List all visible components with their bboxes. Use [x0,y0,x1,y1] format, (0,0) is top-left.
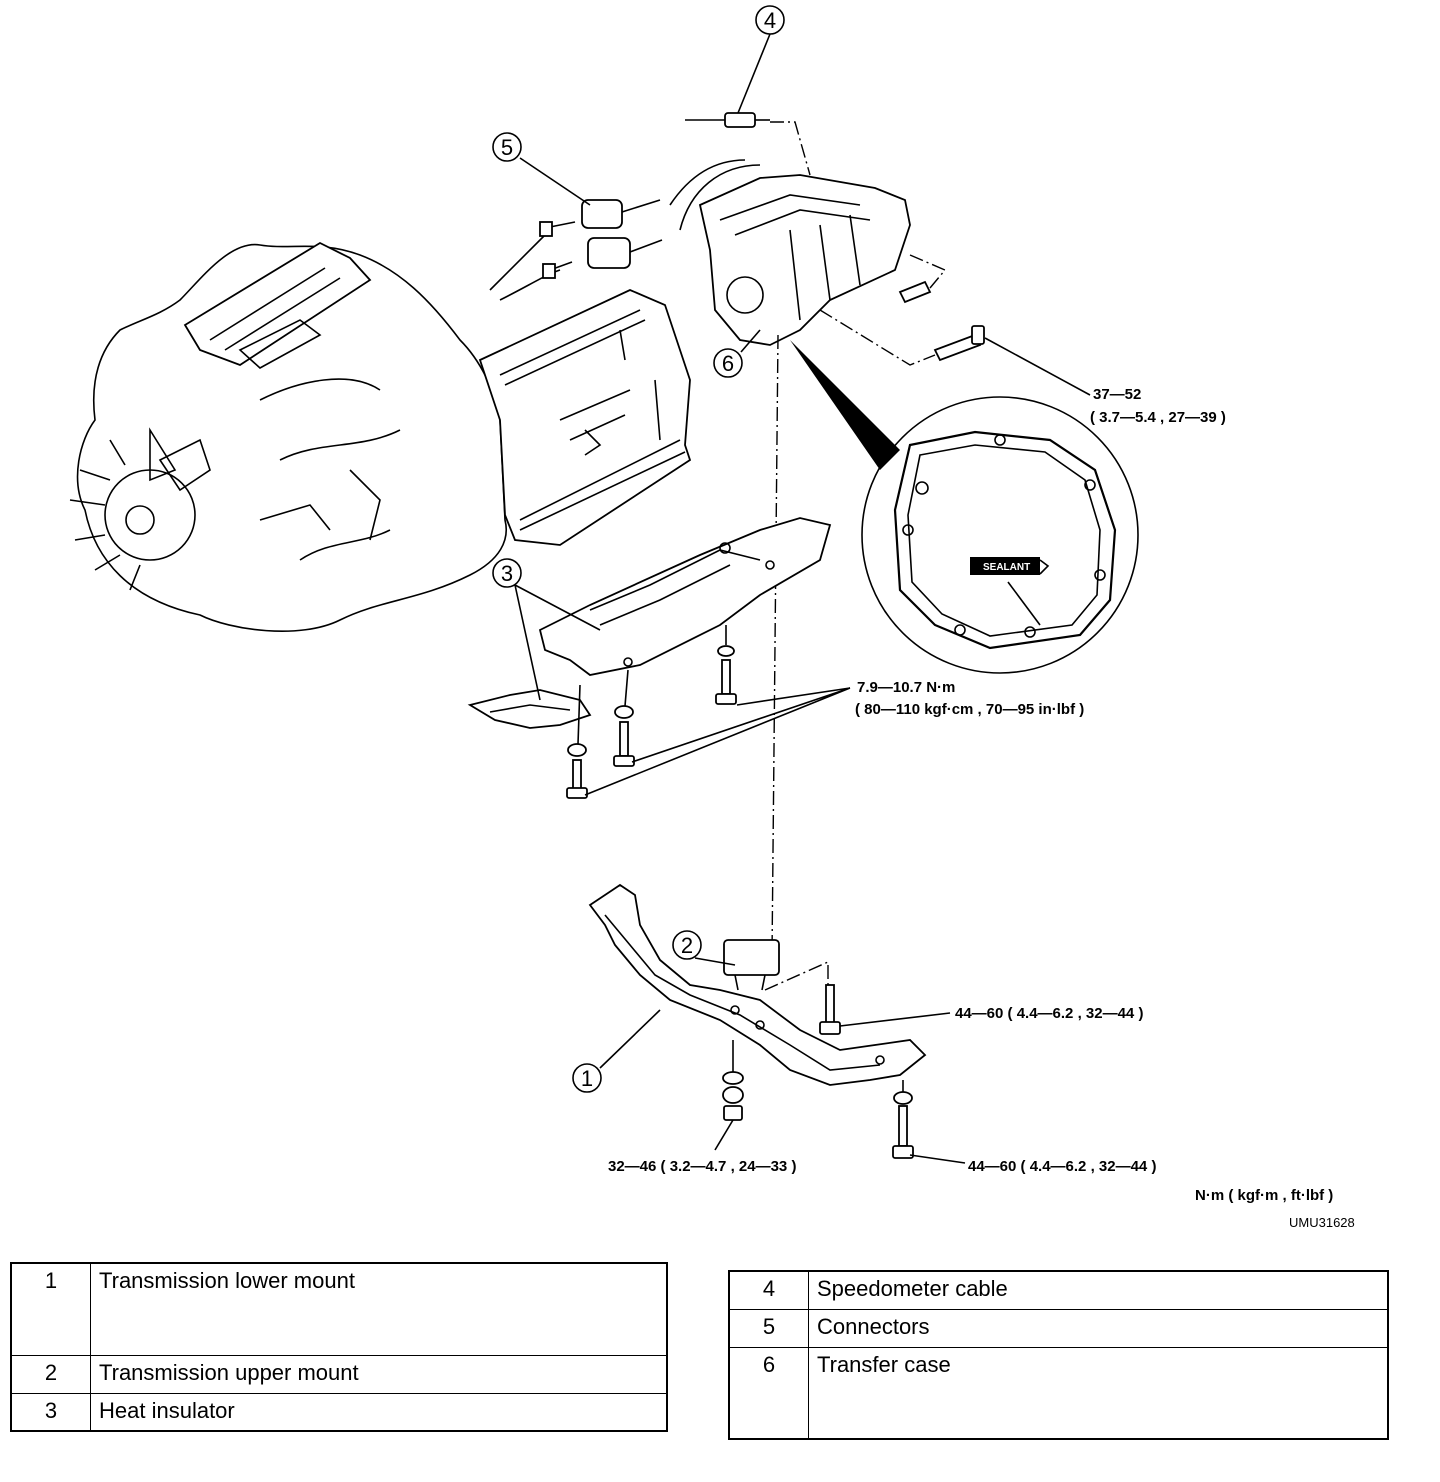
torque-upper-mount: 44—60 ( 4.4—6.2 , 32—44 ) [955,1005,1143,1022]
part-name: Transmission upper mount [90,1354,668,1394]
sealant-detail: SEALANT [790,340,1139,674]
table-row: 6 Transfer case [728,1346,1389,1440]
sealant-label: SEALANT [983,562,1030,573]
svg-text:3: 3 [501,561,513,586]
parts-legend-left: 1 Transmission lower mount 2 Transmissio… [10,1262,668,1432]
part-name: Transmission lower mount [90,1262,668,1356]
callout-4: 4 [755,5,785,35]
heat-insulator-drawing [467,517,832,799]
table-row: 1 Transmission lower mount [10,1262,668,1356]
torque-transfer-bolts-b: ( 3.7—5.4 , 27—39 ) [1090,409,1226,426]
engine-transmission-drawing [69,234,692,632]
connectors-drawing [539,199,663,279]
callout-5: 5 [492,132,522,162]
speedometer-cable-drawing [685,112,811,176]
part-number: 3 [10,1392,91,1432]
svg-text:4: 4 [764,8,776,33]
torque-insulator-b: ( 80—110 kgf·cm , 70—95 in·lbf ) [855,701,1084,718]
callout-6: 6 [713,348,743,378]
callout-3: 3 [492,558,522,588]
transfer-case-drawing [669,159,985,956]
svg-text:5: 5 [501,135,513,160]
part-name: Heat insulator [90,1392,668,1432]
part-number: 5 [728,1308,809,1348]
table-row: 2 Transmission upper mount [10,1354,668,1394]
torque-lower-mount-left: 32—46 ( 3.2—4.7 , 24—33 ) [608,1158,796,1175]
table-row: 5 Connectors [728,1308,1389,1348]
svg-text:1: 1 [581,1066,593,1091]
part-number: 6 [728,1346,809,1440]
part-name: Transfer case [808,1346,1389,1440]
torque-insulator-a: 7.9—10.7 N·m [857,679,955,696]
parts-legend-right: 4 Speedometer cable 5 Connectors 6 Trans… [728,1270,1389,1440]
table-row: 4 Speedometer cable [728,1270,1389,1310]
callout-2: 2 [672,930,702,960]
part-number: 2 [10,1354,91,1394]
part-number: 4 [728,1270,809,1310]
callout-1: 1 [572,1063,602,1093]
table-row: 3 Heat insulator [10,1392,668,1432]
part-name: Connectors [808,1308,1389,1348]
torque-units: N·m ( kgf·m , ft·lbf ) [1195,1187,1333,1204]
torque-transfer-bolts-a: 37—52 [1093,386,1141,403]
part-name: Speedometer cable [808,1270,1389,1310]
exploded-view-diagram: SEALANT [69,5,1355,1230]
part-number: 1 [10,1262,91,1356]
torque-lower-mount-right: 44—60 ( 4.4—6.2 , 32—44 ) [968,1158,1156,1175]
figure-code: UMU31628 [1289,1215,1355,1230]
leader-lines [514,33,1091,1164]
svg-text:6: 6 [722,351,734,376]
svg-text:2: 2 [681,933,693,958]
lower-mount-drawing [588,883,927,1159]
